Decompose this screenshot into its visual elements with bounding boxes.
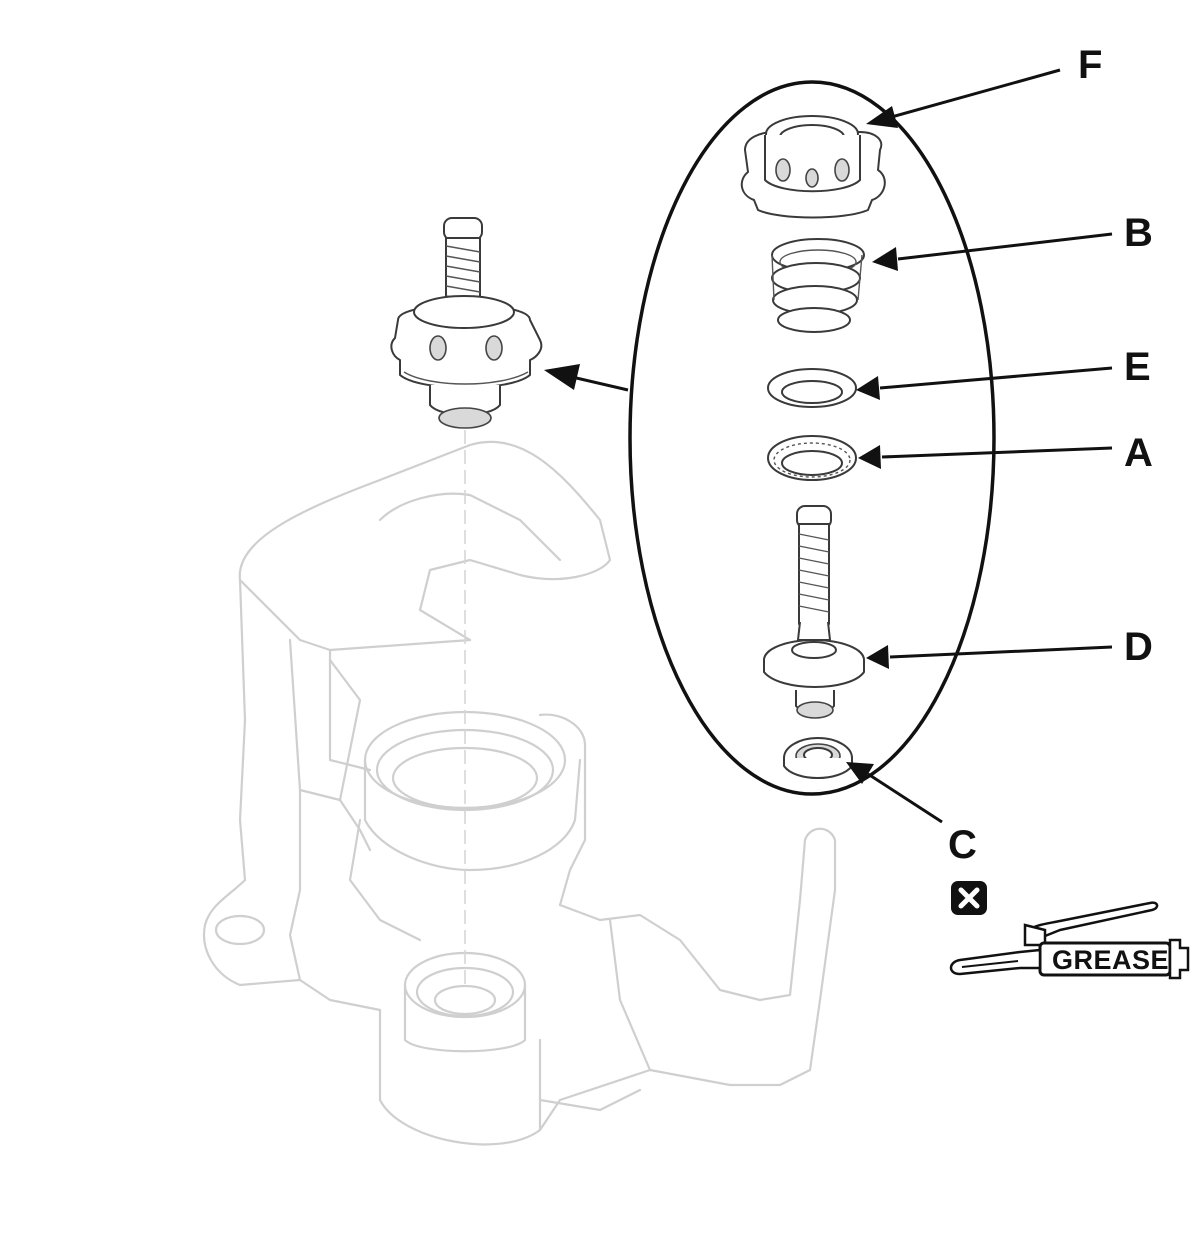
detail-pointer-arrow [544, 364, 629, 392]
callout-e: E [1124, 345, 1151, 389]
leader-b [872, 232, 1113, 271]
x-square-icon [951, 881, 987, 915]
leader-a [858, 445, 1113, 469]
part-d-valve-stem [763, 505, 865, 719]
leader-d [866, 645, 1113, 669]
callout-f: F [1078, 43, 1102, 87]
part-e-washer [767, 368, 857, 408]
grease-gun-icon [949, 901, 1190, 980]
assembled-valve [390, 217, 543, 429]
callout-a: A [1124, 431, 1153, 475]
callout-b: B [1124, 211, 1153, 255]
part-f-nut [740, 115, 886, 219]
grease-label: GREASE [1052, 945, 1169, 975]
leader-e [856, 366, 1113, 400]
part-a-bearing [767, 435, 857, 481]
leader-c [846, 762, 943, 824]
housing-ghost [202, 430, 837, 1146]
part-b-spring [771, 238, 865, 333]
leader-f [866, 68, 1061, 128]
part-c-seal [783, 737, 853, 779]
detail-oval [628, 80, 996, 796]
callout-d: D [1124, 625, 1153, 669]
callout-c: C [948, 823, 977, 867]
